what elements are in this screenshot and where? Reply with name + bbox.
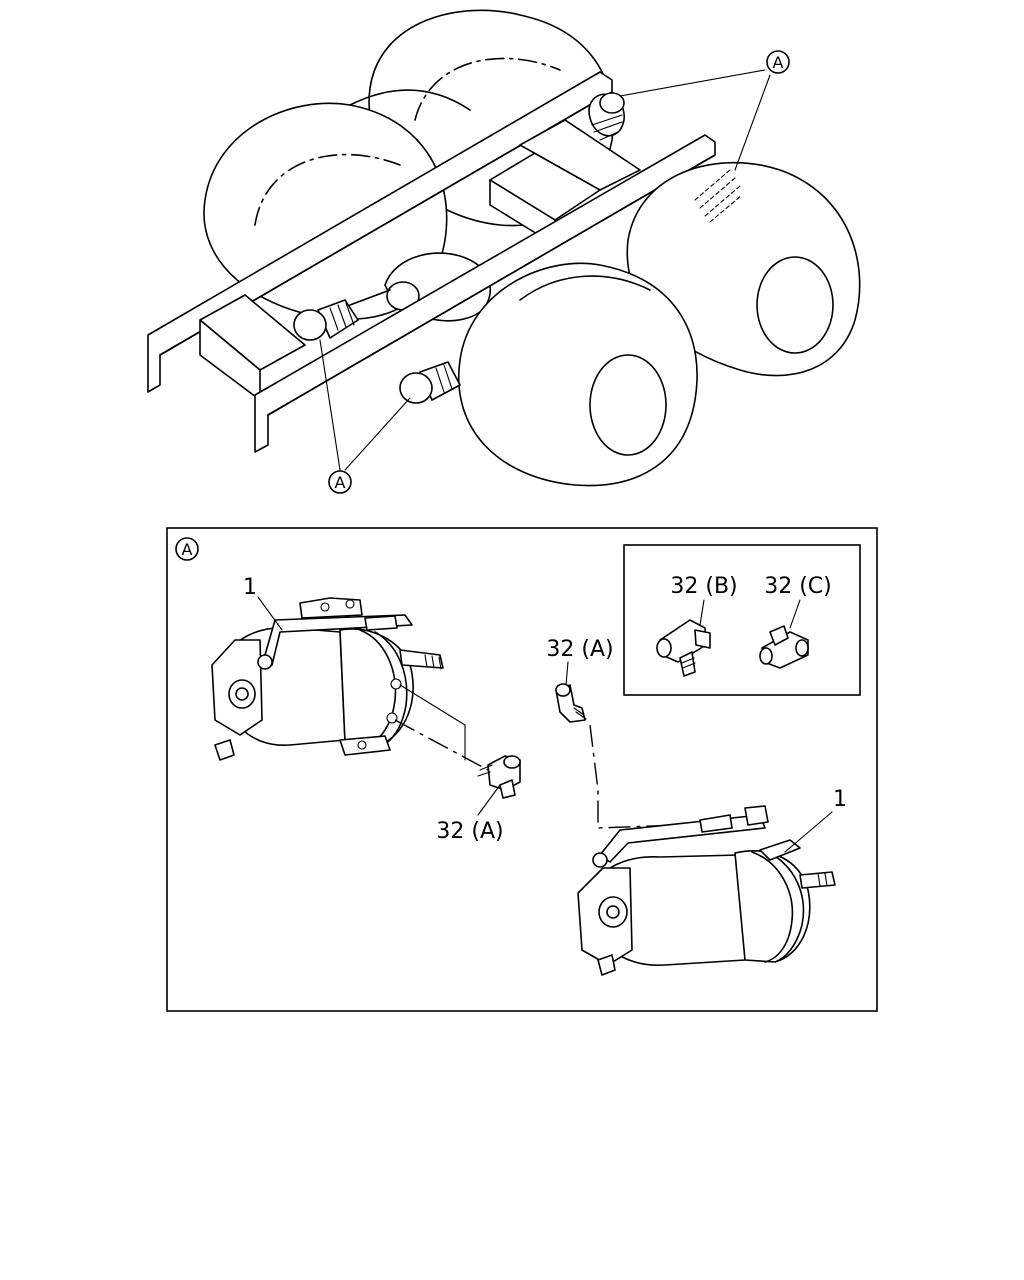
reference-circle-bottom: A	[328, 470, 352, 494]
leader-line	[619, 69, 766, 97]
fitting-inset: 32 (B) 32 (C)	[623, 544, 861, 696]
brake-chamber-front-right	[399, 361, 461, 404]
brake-chamber-hidden	[694, 169, 743, 223]
brake-chamber-left: 1	[211, 575, 444, 761]
detail-view-a: A 32 (B) 32 (C)	[166, 527, 878, 1012]
brake-chamber-right: 1	[577, 787, 847, 976]
fitting-a-left: 32 (A)	[394, 684, 521, 844]
leader-line	[344, 397, 411, 471]
cross-members	[199, 119, 641, 401]
brake-chamber-rear	[588, 92, 625, 141]
detail-reference-circle: A	[175, 537, 199, 561]
label-fitting-c: 32 (C)	[764, 574, 832, 599]
reference-circle-top: A	[766, 50, 790, 74]
fitting-c-icon	[759, 625, 809, 669]
reference-letter: A	[335, 473, 346, 492]
rear-right-wheel	[457, 161, 861, 487]
leader-line	[734, 74, 771, 171]
label-fitting-b: 32 (B)	[670, 574, 737, 599]
leader-line	[319, 339, 341, 471]
fitting-b-icon	[656, 619, 711, 677]
label-fitting-a-right: 32 (A)	[546, 637, 613, 662]
chassis-view: A A	[147, 9, 861, 494]
frame-rail-near	[254, 134, 716, 453]
inset-frame	[623, 544, 861, 696]
reference-letter: A	[773, 53, 784, 72]
detail-frame	[166, 527, 878, 1012]
fitting-a-right: 32 (A)	[546, 637, 681, 829]
reference-letter: A	[182, 540, 193, 559]
label-part-1-left: 1	[243, 575, 257, 600]
label-part-1-right: 1	[833, 787, 847, 812]
label-fitting-a-left: 32 (A)	[436, 819, 503, 844]
brake-chamber-center	[293, 299, 359, 341]
